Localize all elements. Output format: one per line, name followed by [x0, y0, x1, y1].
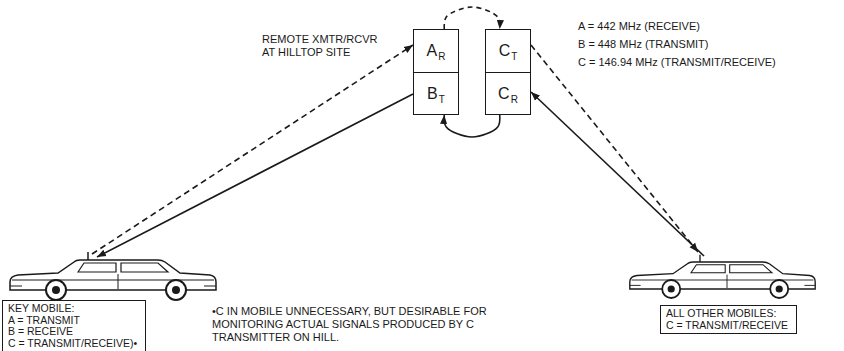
relay-link-dashed — [444, 7, 500, 29]
box-line: C = TRANSMIT/RECEIVE)• — [8, 338, 140, 350]
frequency-label: A = 442 MHz (RECEIVE) — [578, 20, 700, 33]
box-line: A = TRANSMIT — [8, 315, 140, 327]
downlink-dashed — [531, 45, 698, 252]
band-subscript: T — [511, 51, 517, 62]
band-subscript: T — [439, 94, 445, 105]
text-holder: AR — [427, 42, 446, 60]
radio-unit-box: CR — [485, 72, 531, 115]
downlink — [97, 94, 413, 257]
radio-unit-box: AR — [413, 29, 459, 73]
box-heading: KEY MOBILE: — [8, 303, 140, 315]
band-letter: C — [499, 42, 511, 59]
text-holder: CT — [499, 42, 518, 60]
text-holder: KEY MOBILE:A = TRANSMITB = RECEIVEC = TR… — [8, 303, 140, 349]
box-line: B = RECEIVE — [8, 326, 140, 338]
band-letter: A — [427, 42, 438, 59]
band-letter: B — [427, 85, 438, 102]
band-subscript: R — [438, 51, 445, 62]
mobile-note-box: ALL OTHER MOBILES:C = TRANSMIT/RECEIVE — [660, 305, 797, 334]
band-letter: C — [498, 85, 510, 102]
radio-unit-box: BT — [413, 72, 459, 115]
footnote: •C IN MOBILE UNNECESSARY, BUT DESIRABLE … — [212, 305, 504, 344]
box-line: C = TRANSMIT/RECEIVE — [666, 320, 791, 332]
text-holder: ALL OTHER MOBILES:C = TRANSMIT/RECEIVE — [666, 308, 791, 331]
other-mobile-car — [630, 255, 815, 298]
frequency-label: B = 448 MHz (TRANSMIT) — [578, 38, 709, 51]
radio-unit-box: CT — [485, 29, 531, 73]
uplink-dashed — [92, 45, 413, 254]
box-heading: ALL OTHER MOBILES: — [666, 308, 791, 320]
frequency-label: C = 146.94 MHz (TRANSMIT/RECEIVE) — [578, 56, 776, 69]
mobile-note-box: KEY MOBILE:A = TRANSMITB = RECEIVEC = TR… — [2, 300, 146, 351]
text-holder: BT — [427, 85, 445, 103]
text-holder: CR — [498, 85, 518, 103]
key-mobile-car — [10, 252, 216, 300]
uplink — [531, 92, 704, 256]
site-label: REMOTE XMTR/RCVR AT HILLTOP SITE — [262, 33, 388, 59]
relay-link — [444, 115, 500, 137]
band-subscript: R — [511, 94, 518, 105]
